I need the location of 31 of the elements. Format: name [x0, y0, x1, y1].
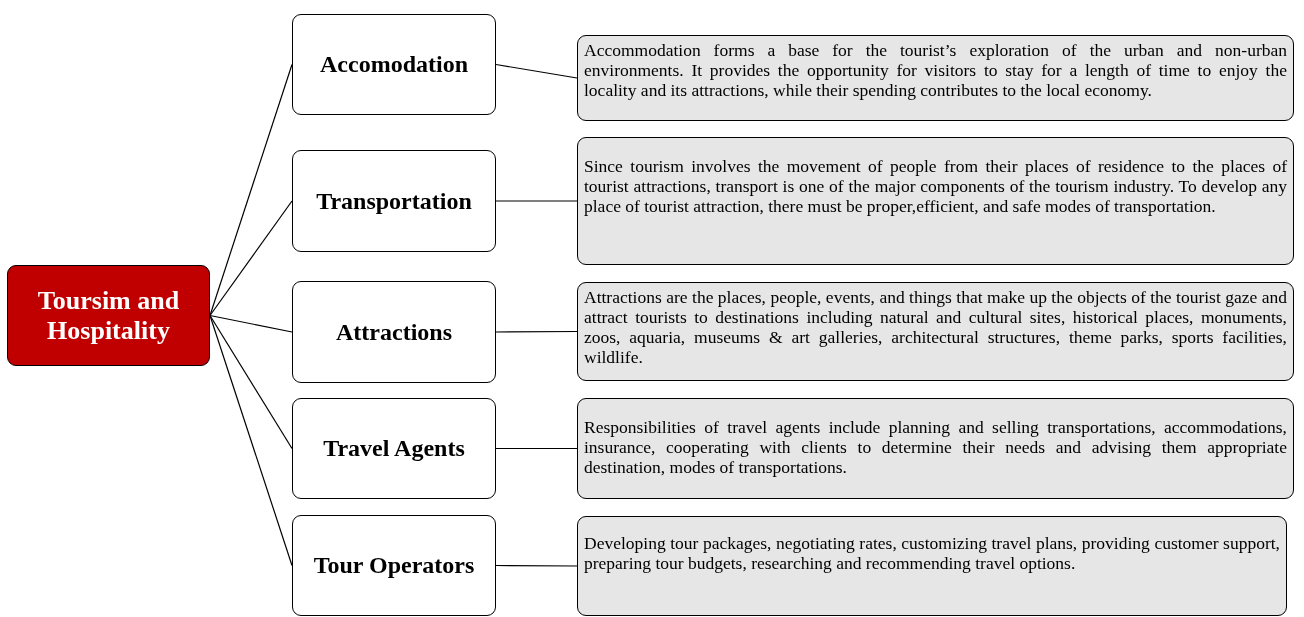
description-text: Since tourism involves the movement of people from their places of residence to the places of tourist attractions, transport is one of the major components of the tourism industry. To develop any place of tourist attraction, there must be proper,efficient, and safe modes of transportation. — [584, 156, 1287, 217]
topic-box — [7, 265, 210, 366]
category-box — [292, 281, 496, 383]
connector-line — [495, 200, 578, 202]
description-text: Accommodation forms a base for the tourist’s exploration of the urban and non-urban environments. It provides the opportunity for visitors to stay for a length of time to enjoy the locality and its attractions, while their spending contributes to the local economy. — [584, 40, 1287, 101]
connector-line — [495, 63, 578, 79]
category-box — [292, 515, 496, 616]
category-box — [292, 398, 496, 499]
category-box — [292, 150, 496, 252]
topic-title: Toursim and Hospitality — [36, 285, 181, 346]
description-box — [577, 516, 1287, 616]
connector-line — [495, 447, 578, 450]
category-title: Attractions — [336, 318, 452, 346]
connector-line — [495, 564, 578, 567]
connector-line — [209, 314, 293, 567]
description-box — [577, 35, 1294, 121]
category-title: Tour Operators — [313, 552, 475, 579]
connector-line — [209, 200, 293, 317]
description-box — [577, 282, 1294, 381]
description-box — [577, 398, 1294, 499]
description-text: Developing tour packages, negotiating rates, customizing travel plans, providing customer support, preparing tour budgets, researching and recommending travel options. — [584, 533, 1280, 574]
description-text: Attractions are the places, people, events, and things that make up the objects of the tourist gaze and attract tourists to destinations including natural and cultural sites, historical places, monuments, zoos, aquaria, museums & art galleries, architectural structures, theme parks, sports facilities, wildlife. — [584, 287, 1287, 368]
category-box — [292, 14, 496, 115]
category-title: Accomodation — [320, 51, 468, 78]
category-title: Transportation — [316, 187, 472, 215]
connector-line — [209, 314, 293, 333]
description-box — [577, 137, 1294, 265]
category-title: Travel Agents — [323, 435, 465, 462]
description-text: Responsibilities of travel agents include planning and selling transportations, accommodations, insurance, cooperating with clients to determine their needs and advising them appropriate destination, modes of transportations. — [584, 417, 1287, 478]
connector-line — [495, 330, 578, 333]
connector-line — [209, 314, 293, 450]
